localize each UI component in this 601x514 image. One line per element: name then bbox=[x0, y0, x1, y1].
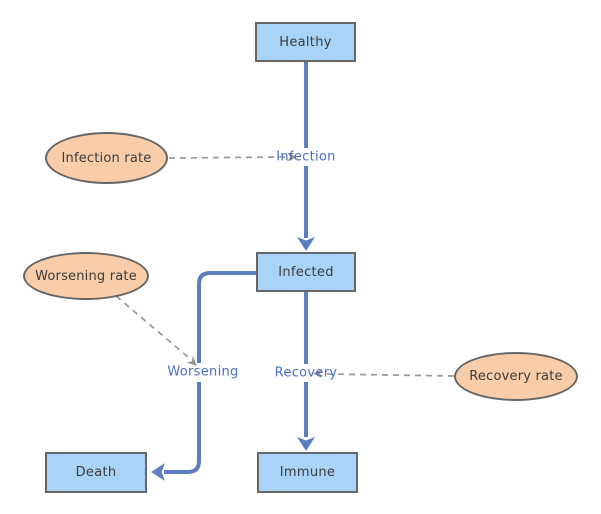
flow-label-recovery[interactable]: Recovery bbox=[274, 365, 338, 381]
flow-label-infection[interactable]: Infection bbox=[276, 149, 336, 165]
edge-recovery[interactable] bbox=[297, 292, 315, 451]
arrowhead-worsening bbox=[151, 463, 165, 481]
infection-rate-label: Infection rate bbox=[61, 150, 152, 166]
connector-worsening-rate[interactable] bbox=[115, 295, 197, 366]
node-immune[interactable]: Immune bbox=[257, 452, 358, 493]
node-death[interactable]: Death bbox=[45, 452, 147, 493]
arrowhead-connector-worsening bbox=[186, 355, 197, 366]
flow-label-worsening[interactable]: Worsening bbox=[167, 364, 239, 380]
node-healthy-label: Healthy bbox=[279, 34, 332, 50]
edge-infection[interactable] bbox=[297, 62, 315, 251]
connector-infection-rate[interactable] bbox=[168, 152, 297, 162]
node-immune-label: Immune bbox=[279, 465, 336, 480]
recovery-rate-label: Recovery rate bbox=[469, 369, 563, 384]
rate-ellipse-infection-rate[interactable]: Infection rate bbox=[45, 132, 168, 184]
node-infected-label: Infected bbox=[278, 264, 334, 280]
arrowhead-connector-infection bbox=[287, 152, 297, 162]
connector-recovery-rate[interactable] bbox=[313, 369, 455, 378]
worsening-rate-label: Worsening rate bbox=[35, 268, 137, 284]
rate-ellipse-worsening-rate[interactable]: Worsening rate bbox=[23, 252, 149, 300]
rate-ellipse-recovery-rate[interactable]: Recovery rate bbox=[454, 352, 578, 401]
arrowhead-infection bbox=[297, 237, 315, 251]
node-healthy[interactable]: Healthy bbox=[255, 22, 356, 62]
arrowhead-connector-recovery bbox=[313, 369, 323, 378]
node-death-label: Death bbox=[75, 465, 117, 480]
node-infected[interactable]: Infected bbox=[256, 252, 356, 292]
edge-worsening[interactable] bbox=[151, 271, 256, 481]
arrowhead-recovery bbox=[297, 437, 315, 451]
